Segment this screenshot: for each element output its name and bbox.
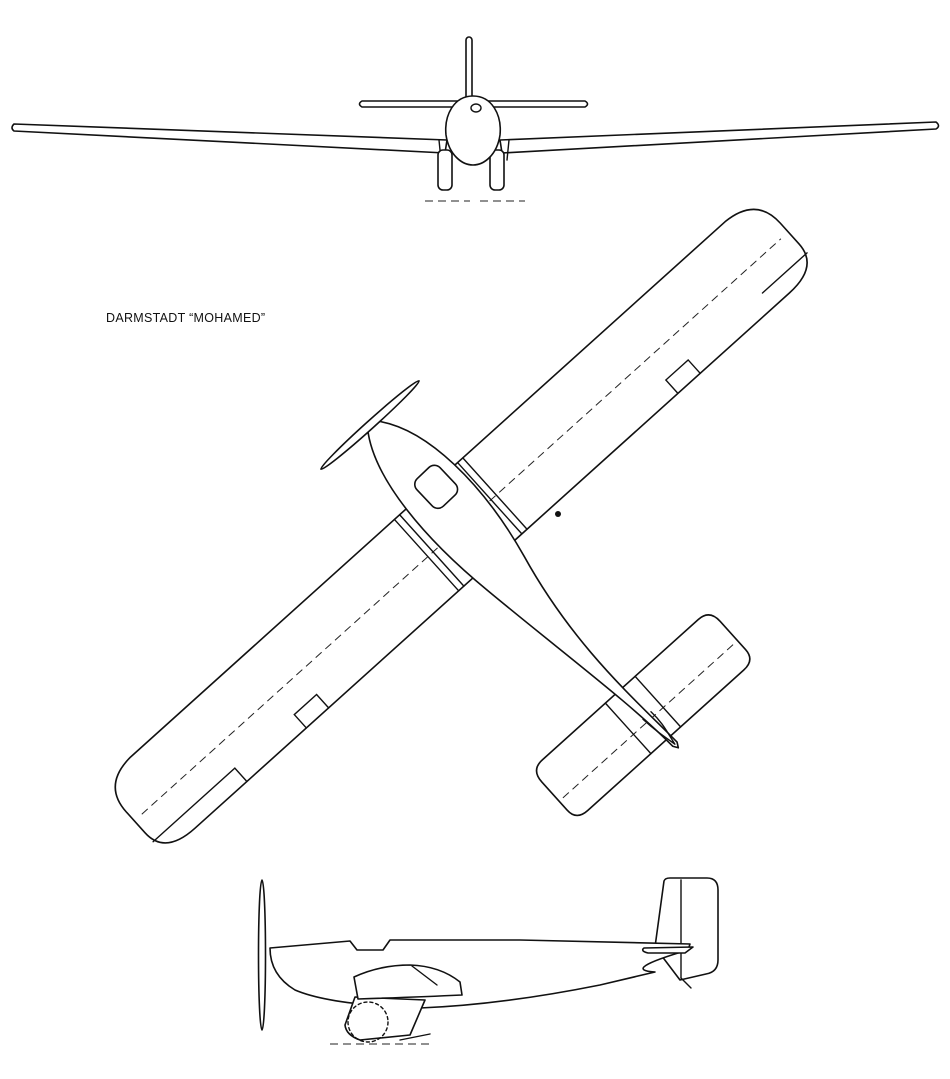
front-view [11,36,940,202]
drawing-title: DARMSTADT “MOHAMED” [106,311,266,325]
side-fuselage [269,939,691,1009]
plan-cockpit [413,464,459,510]
front-right-wing [499,121,940,154]
side-wing-section [353,964,463,1000]
plan-view [114,208,808,844]
side-wheel [347,1001,389,1043]
front-left-wheel [437,149,453,191]
plan-marker-dot [555,511,561,517]
side-wheel-fairing [344,996,426,1041]
plan-propeller [320,379,420,471]
front-left-wing [11,123,448,154]
side-view [257,877,719,1045]
front-fuselage [445,95,501,166]
side-fin [654,877,719,981]
plan-fuselage [366,420,680,749]
side-stabilizer [641,946,694,954]
side-propeller [257,879,267,1031]
front-right-wheel [489,149,505,191]
